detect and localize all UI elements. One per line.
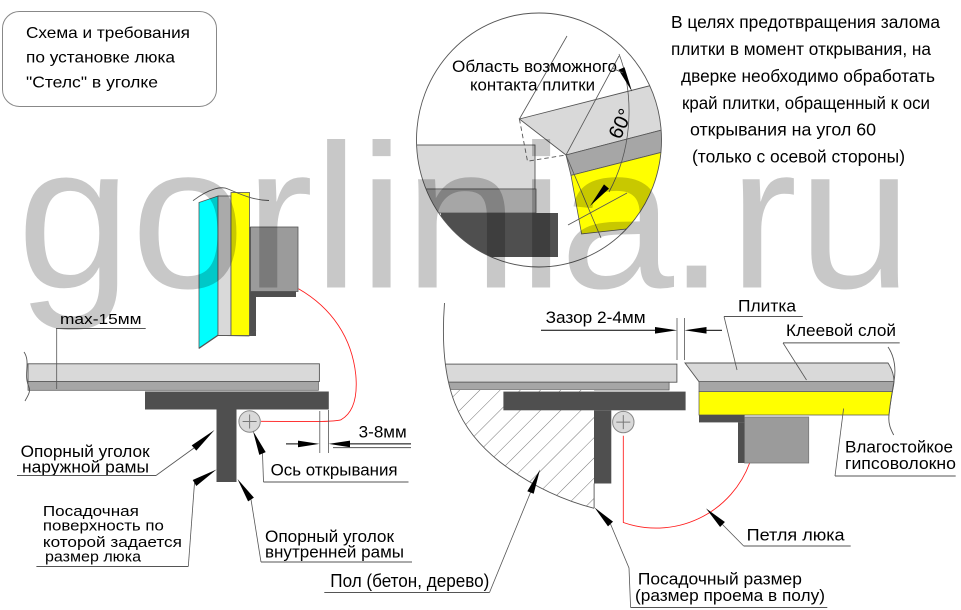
svg-text:край плитки, обращенный к оси: край плитки, обращенный к оси <box>682 93 930 113</box>
svg-text:внутренней рамы: внутренней рамы <box>265 543 404 562</box>
svg-text:Плитка: Плитка <box>738 296 797 315</box>
svg-text:В целях предотвращения залома: В целях предотвращения залома <box>671 12 940 32</box>
svg-text:поверхность по: поверхность по <box>43 518 164 534</box>
svg-text:Посадочный размер: Посадочный размер <box>638 569 802 588</box>
svg-text:3-8мм: 3-8мм <box>359 423 407 442</box>
svg-text:(размер проема в полу): (размер проема в полу) <box>635 586 825 605</box>
svg-text:Влагостойкое: Влагостойкое <box>845 438 953 457</box>
svg-text:Клеевой слой: Клеевой слой <box>786 321 896 340</box>
svg-text:Опорный уголок: Опорный уголок <box>265 527 395 546</box>
svg-text:которой задается: которой задается <box>43 535 182 551</box>
svg-text:Схема и требования: Схема и требования <box>26 25 190 42</box>
svg-text:наружной рамы: наружной рамы <box>22 458 149 477</box>
svg-text:гипсоволокно: гипсоволокно <box>845 454 956 473</box>
svg-text:(только с осевой стороны): (только с осевой стороны) <box>692 147 905 167</box>
svg-text:открывания на угол 60: открывания на угол 60 <box>690 120 876 140</box>
svg-text:Ось открывания: Ось открывания <box>271 461 398 480</box>
svg-text:плитки в момент открывания, на: плитки в момент открывания, на <box>671 39 931 59</box>
svg-text:по установке люка: по установке люка <box>26 50 175 67</box>
svg-text:"Стелс" в уголке: "Стелс" в уголке <box>26 75 158 92</box>
svg-text:контакта плитки: контакта плитки <box>470 76 595 95</box>
svg-text:Область возможного: Область возможного <box>452 57 617 76</box>
svg-text:размер люка: размер люка <box>45 550 142 566</box>
svg-text:дверке необходимо обработать: дверке необходимо обработать <box>681 66 935 86</box>
svg-text:Зазор 2-4мм: Зазор 2-4мм <box>546 308 646 327</box>
svg-text:Петля люка: Петля люка <box>747 526 846 545</box>
svg-text:Пол (бетон, дерево): Пол (бетон, дерево) <box>330 571 489 591</box>
svg-text:gorlinia.ru: gorlinia.ru <box>17 103 912 332</box>
svg-text:Посадочная: Посадочная <box>43 504 139 520</box>
svg-text:Опорный уголок: Опорный уголок <box>21 442 151 461</box>
svg-text:max-15мм: max-15мм <box>60 312 142 328</box>
